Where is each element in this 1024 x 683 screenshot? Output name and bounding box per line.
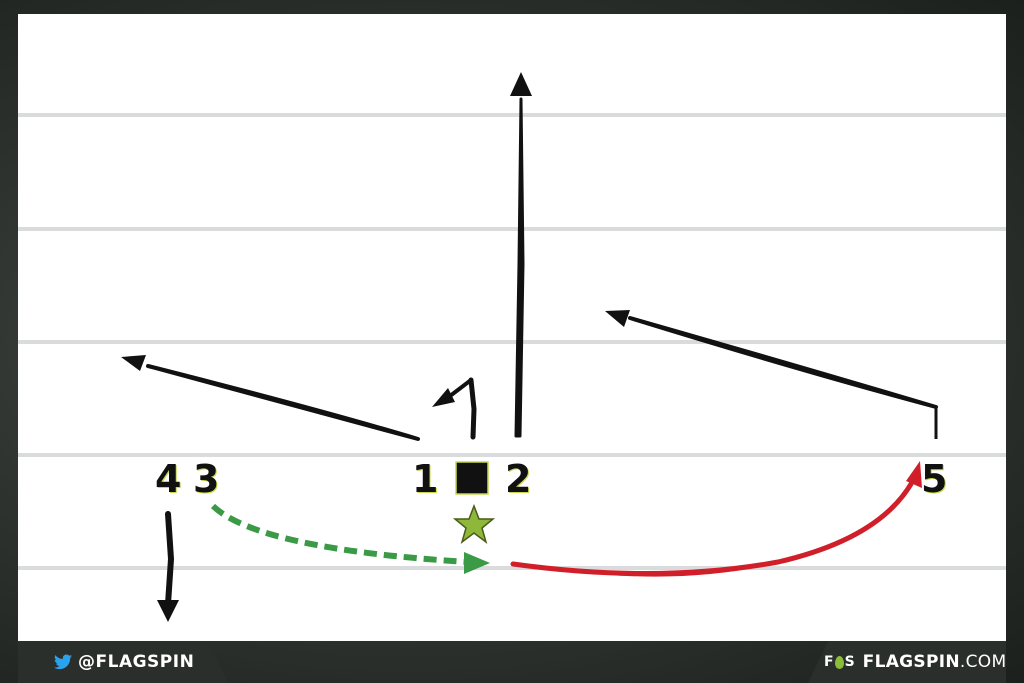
arrowhead-icon [605,310,630,327]
route-player-4 [157,511,179,622]
arrowhead-icon [157,600,179,622]
player-1-label: 1 [412,457,439,501]
arrowhead-icon [432,388,455,407]
route-player-5 [605,310,938,439]
twitter-handle[interactable]: @FLAGSPIN [78,652,195,672]
twitter-icon [54,654,72,670]
arrowhead-icon [121,355,146,371]
motion-dashed-green [210,503,490,574]
center-square-icon [455,461,489,495]
arrowhead-icon [510,72,532,96]
seed-icon [834,655,844,669]
play-diagram-board: 4 3 1 2 5 [18,14,1006,641]
route-center [432,377,477,440]
player-4-label: 4 [155,457,182,501]
site-brand: FLAGSPIN [862,652,960,672]
footer-twitter[interactable]: @FLAGSPIN [18,641,228,683]
field-svg [18,72,1006,622]
quarterback-star-icon [452,503,496,544]
route-player-1 [121,355,420,441]
site-link[interactable]: FLAGSPIN.COM [862,652,1007,672]
player-5-label: 5 [921,457,948,501]
player-2-label: 2 [505,457,532,501]
yard-lines [18,113,1006,570]
site-tld: .COM [959,652,1007,672]
arrowhead-icon [906,461,922,488]
player-3-label: 3 [193,457,220,501]
arrowhead-icon [464,552,490,574]
motion-red-pitch [510,461,922,577]
route-player-2 [510,72,532,438]
